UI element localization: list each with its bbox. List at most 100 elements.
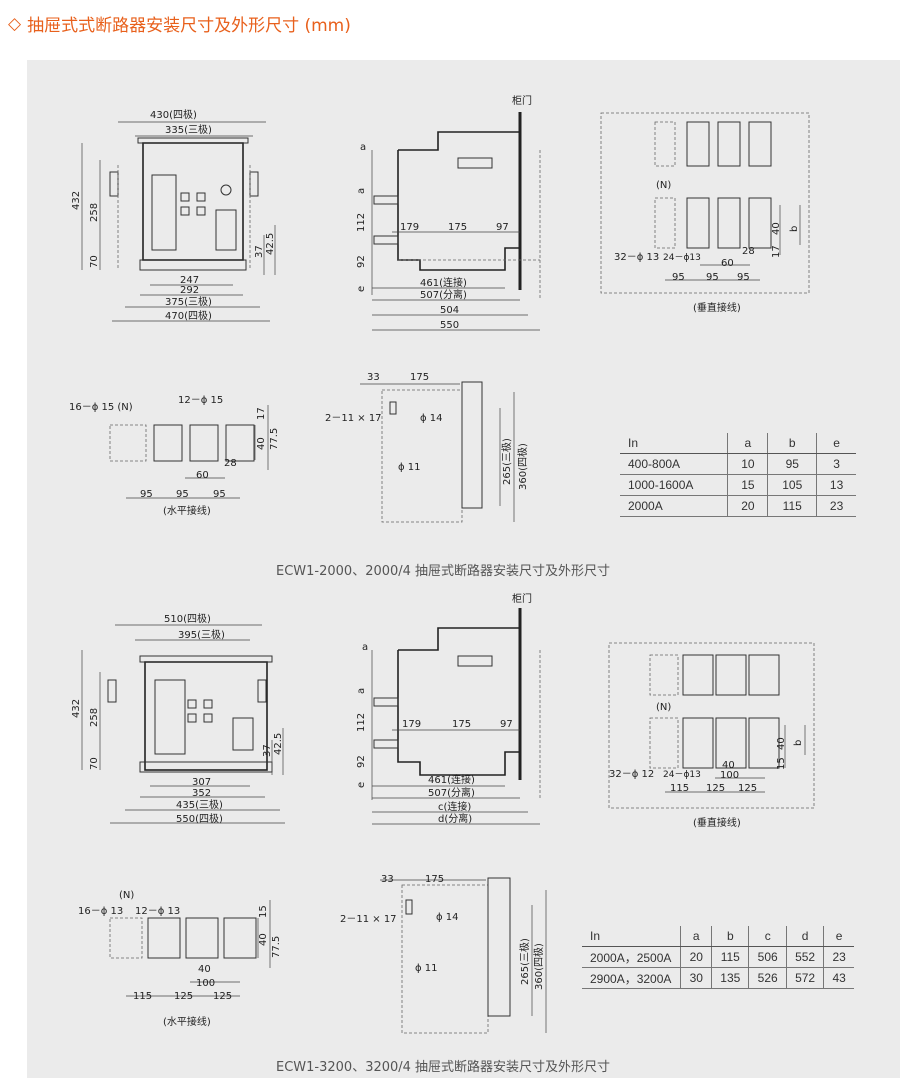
dim-label: 115 [670,783,689,794]
vertical-wiring-1: (N) 32－ϕ 13 24－ϕ13 95 95 95 60 28 17 40 … [600,112,810,314]
dim-label: 432 [71,191,82,210]
dim-label: 360(四极) [516,443,529,490]
table-header-cell: In [582,926,681,947]
dim-label: 24－ϕ13 [663,770,701,780]
dim-label: 12－ϕ 15 [178,395,223,406]
dim-label: 60 [196,470,209,481]
dim-label: 175 [452,719,471,730]
dim-label: 33 [367,372,380,383]
dim-label: 2－11 × 17 [340,914,397,925]
table-cell: 13 [816,474,856,496]
dim-label: e [356,782,367,788]
front-view-2: 510(四极) 395(三极) 307 352 435(三极) 550(四极) … [71,612,285,825]
dim-label: 335(三极) [165,123,212,136]
dim-label: 92 [356,255,367,268]
dim-label: 360(四极) [532,943,545,990]
dim-label: c(连接) [438,800,471,813]
dim-label: 28 [224,458,237,469]
dim-label: 15 [258,905,269,918]
dim-label: 100 [196,978,215,989]
dim-label: 17 [256,407,267,420]
dim-label: 265(三极) [500,438,513,485]
dim-label: 42.5 [265,233,276,255]
table-header-cell: a [727,433,768,454]
wiring-label: (垂直接线) [693,816,741,829]
table-row: 2900A，3200A 30 135 526 572 43 [582,967,854,989]
dim-label: 461(连接) [428,773,475,786]
dim-label: 37 [254,245,265,258]
table-cell: 400-800A [620,453,728,475]
page-header: ◇ 抽屉式式断路器安装尺寸及外形尺寸 (mm) [8,8,351,38]
dim-label: 247 [180,275,199,286]
dim-label: 40 [771,222,782,235]
dim-label: d(分离) [438,812,472,825]
dim-label: 70 [89,255,100,268]
table-row: 1000-1600A 15 105 13 [620,474,856,496]
horizontal-wiring-2: (N) 16－ϕ 13 12－ϕ 13 15 40 77.5 40 100 11… [78,890,282,1028]
dim-label: 507(分离) [428,786,475,799]
dim-label: 95 [140,489,153,500]
dim-label: b [789,226,800,232]
horizontal-wiring-1: 16－ϕ 15 (N) 12－ϕ 15 17 40 77.5 28 60 95 … [69,395,280,517]
front-view-1: 430(四极) 335(三极) 247 292 375(三极) 470(四极) … [71,108,276,322]
dim-label: 258 [89,203,100,222]
table-header-cell: b [711,926,749,947]
table-cell: 43 [823,967,854,989]
table-header-cell: c [748,926,787,947]
dim-label: a [362,642,368,653]
table-row: 2000A，2500A 20 115 506 552 23 [582,946,854,968]
base-plate-2: 33 175 2－11 × 17 ϕ 14 ϕ 11 265(三极) 360(四… [340,874,547,1034]
table-row: 400-800A 10 95 3 [620,453,856,475]
dim-label: 432 [71,699,82,718]
dim-label: 95 [706,272,719,283]
dim-label: 125 [738,783,757,794]
dim-label: 2－11 × 17 [325,413,382,424]
table-cell: 115 [711,946,749,968]
figure-caption: ECW1-3200、3200/4 抽屉式断路器安装尺寸及外形尺寸 [276,1060,611,1075]
spec-table-1: In a b e 400-800A 10 95 3 1000-1600A 15 … [620,433,856,517]
dim-label: 95 [176,489,189,500]
dim-label: 37 [262,744,273,757]
table-header-row: In a b e [620,433,856,454]
table-cell: 115 [767,495,817,517]
table-header-cell: a [680,926,712,947]
wiring-label: (水平接线) [163,1015,211,1028]
dim-label: 125 [706,783,725,794]
table-cell: 95 [767,453,817,475]
dim-label: 470(四极) [165,309,212,322]
dim-label: 430(四极) [150,108,197,121]
dim-label: 504 [440,305,459,316]
dim-label: 95 [737,272,750,283]
diamond-outline-icon: ◇ [8,13,22,33]
table-cell: 15 [727,474,768,496]
dim-label: 16－ϕ 13 [78,906,123,917]
dim-label: 100 [720,770,739,781]
dim-label: 179 [400,222,419,233]
table-cell: 23 [816,495,856,517]
dim-label: 40 [722,760,735,771]
dim-label: 112 [356,213,367,232]
spec-table-2: In a b c d e 2000A，2500A 20 115 506 552 … [582,926,854,989]
table-cell: 23 [823,946,854,968]
table-cell: 572 [785,967,824,989]
table-cell: 2000A [620,495,728,517]
table-cell: 506 [748,946,787,968]
dim-label: 115 [133,991,152,1002]
dim-label: 95 [213,489,226,500]
neutral-label: (N) [656,702,671,713]
base-plate-1: 33 175 2－11 × 17 ϕ 14 ϕ 11 265(三极) 360(四… [325,372,529,523]
table-cell: 526 [748,967,787,989]
dim-label: 175 [425,874,444,885]
table-header-row: In a b c d e [582,926,854,947]
dim-label: 77.5 [269,428,280,450]
drawing-panel [27,60,900,1078]
table-cell: 105 [767,474,817,496]
dim-label: 40 [256,437,267,450]
table-cell: 20 [680,946,712,968]
figure-caption: ECW1-2000、2000/4 抽屉式断路器安装尺寸及外形尺寸 [276,564,611,579]
dim-label: 60 [721,258,734,269]
dim-label: 507(分离) [420,288,467,301]
dim-label: ϕ 11 [415,963,438,974]
dim-label: 77.5 [271,936,282,958]
dim-label: 33 [381,874,394,885]
